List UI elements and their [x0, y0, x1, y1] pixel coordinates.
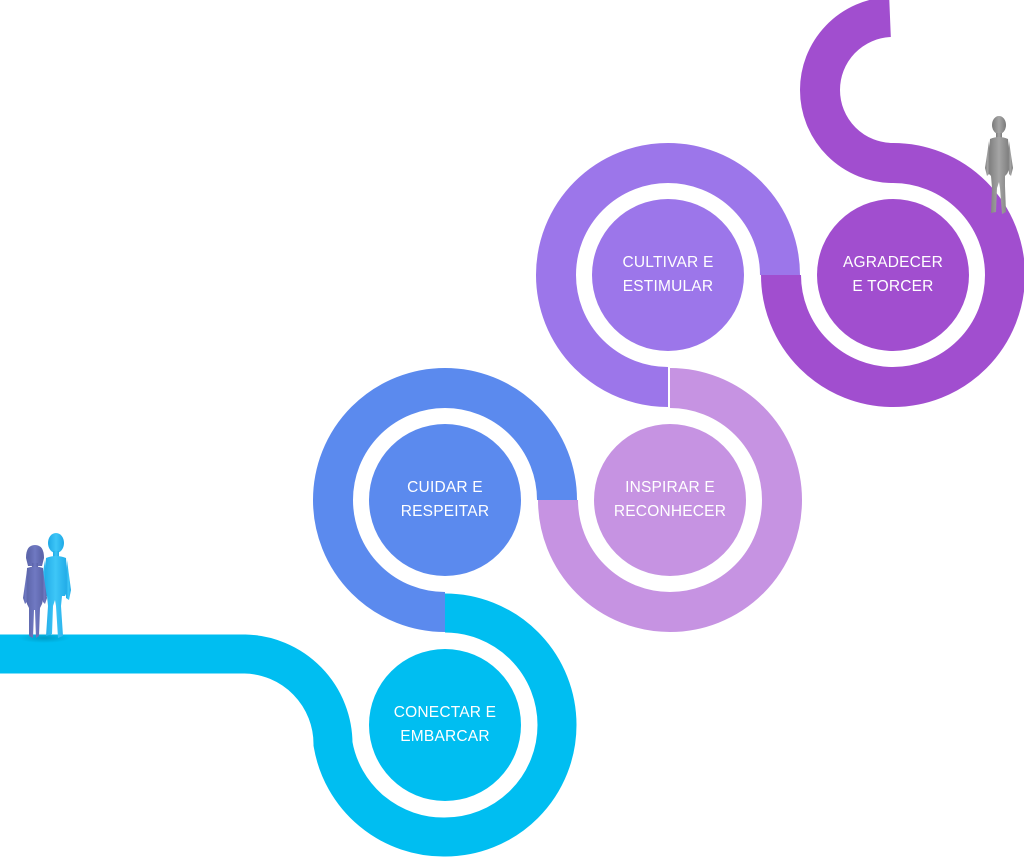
path-segment-agradecer [761, 0, 1024, 408]
step-label-cuidar: CUIDAR E RESPEITAR [370, 476, 520, 524]
step-label-agradecer: AGRADECER E TORCER [818, 251, 968, 299]
step-circle-cuidar [369, 424, 521, 576]
step-circle-conectar [369, 649, 521, 801]
end-person-figure [985, 116, 1013, 214]
step-label-cultivar: CULTIVAR E ESTIMULAR [593, 251, 743, 299]
man-figure [40, 533, 71, 638]
step-label-line1: CULTIVAR E [622, 254, 714, 271]
step-label-line2: ESTIMULAR [622, 278, 714, 295]
step-circle-inspirar [594, 424, 746, 576]
start-couple-figure [18, 533, 71, 643]
step-label-line1: AGRADECER [843, 254, 943, 271]
path-segment-cuidar [312, 367, 577, 632]
step-label-conectar: CONECTAR E EMBARCAR [370, 701, 520, 749]
step-label-line2: RECONHECER [613, 503, 727, 520]
step-label-inspirar: INSPIRAR E RECONHECER [595, 476, 745, 524]
step-label-line2: RESPEITAR [400, 503, 490, 520]
step-label-line1: INSPIRAR E [625, 479, 715, 496]
step-label-line2: EMBARCAR [400, 728, 490, 745]
path-segment-inspirar [538, 368, 803, 633]
woman-figure [23, 545, 47, 638]
step-label-line1: CONECTAR E [393, 704, 497, 721]
path-segment-cultivar [535, 142, 800, 407]
path-segment-conectar [0, 593, 577, 857]
step-label-line2: E TORCER [852, 278, 934, 295]
step-circle-agradecer [817, 199, 969, 351]
step-label-line1: CUIDAR E [407, 479, 483, 496]
step-circle-cultivar [592, 199, 744, 351]
